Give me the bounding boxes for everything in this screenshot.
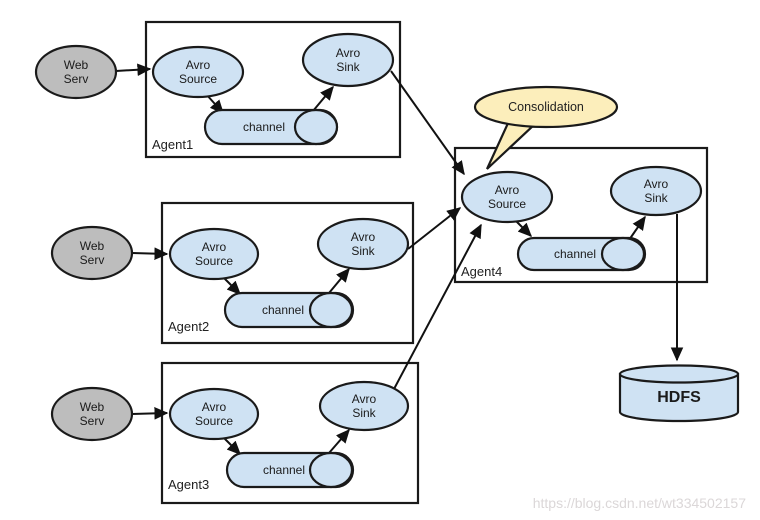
webserv3-label-line1: Web <box>80 400 105 414</box>
agent3-label: Agent3 <box>168 477 209 492</box>
watermark-text: https://blog.csdn.net/wt334502157 <box>533 495 746 511</box>
channel1-label: channel <box>243 120 285 134</box>
avro-source3-label-line1: Avro <box>202 400 227 414</box>
avro-sink2-label-line2: Sink <box>351 244 375 258</box>
avro-source4-label-line1: Avro <box>495 183 520 197</box>
webserv1-label-line1: Web <box>64 58 89 72</box>
channel2-label: channel <box>262 303 304 317</box>
avro-source4-ellipse <box>460 170 554 224</box>
avro-sink4-ellipse <box>609 165 703 217</box>
channel4-end-ellipse <box>600 236 646 272</box>
channel4-label: channel <box>554 247 596 261</box>
avro-sink2-label-line1: Avro <box>351 230 376 244</box>
agent2-label: Agent2 <box>168 319 209 334</box>
avro-sink3-ellipse <box>318 380 410 432</box>
arrow-webserv2-to-source2 <box>131 247 169 260</box>
channel2-end-ellipse <box>308 291 354 329</box>
channel3-label: channel <box>263 463 305 477</box>
webserv3-ellipse <box>50 386 134 442</box>
avro-sink1-label-line2: Sink <box>336 60 360 74</box>
webserv1-ellipse <box>34 44 118 100</box>
avro-source4-label-line2: Source <box>488 197 526 211</box>
arrow-webserv3-to-source3 <box>131 407 169 420</box>
hdfs-cylinder-body <box>618 372 740 423</box>
webserv2-label-line1: Web <box>80 239 105 253</box>
callout-bubble <box>473 85 619 129</box>
avro-source2-ellipse <box>168 227 260 281</box>
arrow-channel2-to-sink2 <box>328 267 350 294</box>
webserv2-label-line2: Serv <box>80 253 105 267</box>
arrow-webserv1-to-source1 <box>115 63 152 77</box>
hdfs-cylinder-top <box>618 364 740 384</box>
webserv1-label-line2: Serv <box>64 72 89 86</box>
avro-source2-label-line1: Avro <box>202 240 227 254</box>
avro-sink3-label-line2: Sink <box>352 406 376 420</box>
agent1-label: Agent1 <box>152 137 193 152</box>
webserv3-label-line2: Serv <box>80 414 105 428</box>
webserv2-ellipse <box>50 225 134 281</box>
avro-source1-label-line2: Source <box>179 72 217 86</box>
arrow-sink1-to-source4 <box>390 70 465 176</box>
avro-source1-label-line1: Avro <box>186 58 211 72</box>
avro-sink1-label-line1: Avro <box>336 46 361 60</box>
callout-label: Consolidation <box>508 100 584 114</box>
arrow-sink3-to-source4 <box>393 223 482 390</box>
arrow-sink2-to-source4 <box>407 207 462 250</box>
avro-sink1-ellipse <box>301 32 395 88</box>
avro-sink4-label-line1: Avro <box>644 177 669 191</box>
avro-source3-ellipse <box>168 387 260 441</box>
avro-sink2-ellipse <box>316 217 410 271</box>
avro-sink3-label-line1: Avro <box>352 392 377 406</box>
hdfs-label: HDFS <box>657 389 701 406</box>
arrow-channel1-to-sink1 <box>312 85 334 112</box>
arrow-channel4-to-sink4 <box>628 215 646 241</box>
avro-source3-label-line2: Source <box>195 414 233 428</box>
channel1-end-ellipse <box>293 108 339 146</box>
avro-source2-label-line2: Source <box>195 254 233 268</box>
channel3-end-ellipse <box>308 451 354 489</box>
avro-sink4-label-line2: Sink <box>644 191 668 205</box>
avro-source1-ellipse <box>151 45 245 99</box>
agent4-label: Agent4 <box>461 264 502 279</box>
arrow-channel3-to-sink3 <box>328 428 350 454</box>
